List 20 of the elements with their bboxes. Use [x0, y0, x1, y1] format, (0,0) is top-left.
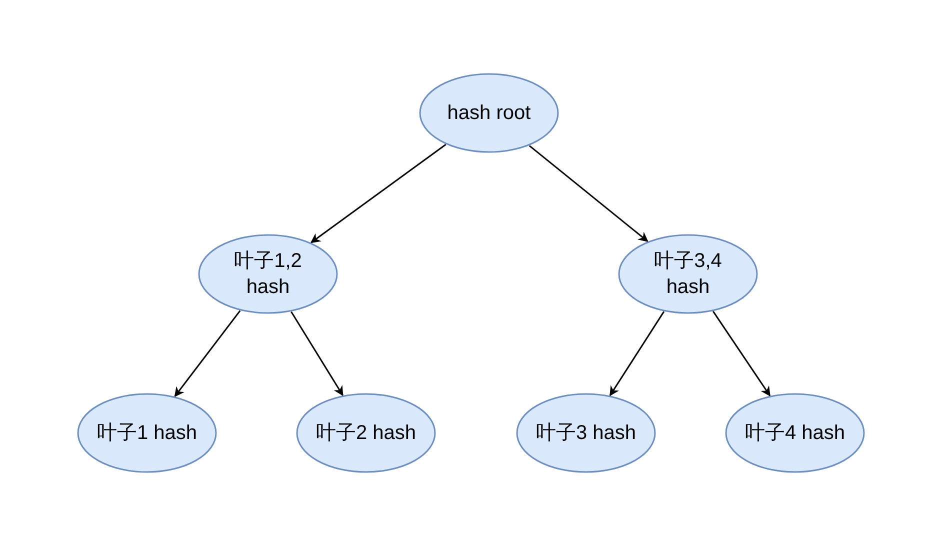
node-label: 叶子3,4 hash: [653, 249, 723, 300]
ellipse-node: [198, 234, 338, 314]
node-label: 叶子3 hash: [534, 421, 638, 446]
arrow: [310, 144, 446, 244]
ellipse-node: [618, 234, 758, 314]
node-label: 叶子1,2 hash: [233, 249, 303, 300]
arrow: [712, 310, 770, 396]
ellipse-node: [516, 393, 656, 473]
arrow: [174, 310, 241, 398]
arrow: [528, 145, 648, 242]
node-label: 叶子4 hash: [744, 421, 846, 446]
arrow: [609, 311, 665, 396]
ellipse-node: [77, 393, 217, 473]
node-label: 叶子2 hash: [314, 421, 418, 446]
ellipse-node: [725, 393, 865, 473]
node-label: 叶子1 hash: [96, 421, 198, 446]
arrow: [290, 311, 344, 396]
node-label: hash root: [446, 101, 532, 126]
ellipse-node: [419, 73, 559, 153]
ellipse-node: [296, 393, 436, 473]
